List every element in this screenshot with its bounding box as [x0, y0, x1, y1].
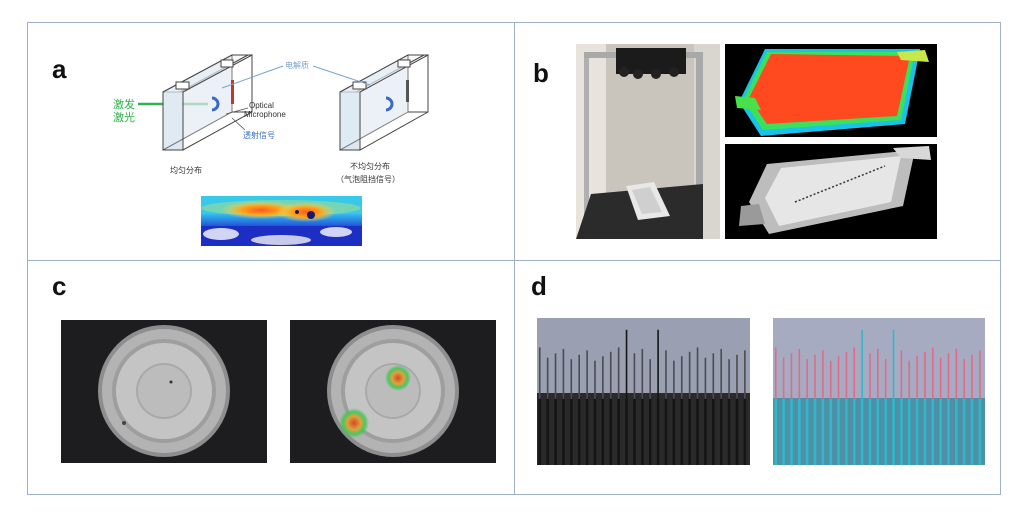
- surface-scan-grayscale-image: [725, 144, 937, 239]
- panel-label-a: a: [52, 54, 67, 84]
- uniform-cell-box: [162, 54, 253, 151]
- horizontal-divider: [27, 260, 1001, 261]
- nonuniform-caption-line1: 不均匀分布: [350, 162, 390, 171]
- uniform-microphone-icon: [211, 96, 220, 112]
- acoustic-heatmap-image: [201, 196, 362, 246]
- nonuniform-cell-box: [339, 54, 429, 151]
- optical-label-line1: Optical: [249, 101, 274, 110]
- nonuniform-caption-line2: （气泡阻挡信号）: [336, 175, 400, 184]
- uniform-caption: 均匀分布: [170, 166, 202, 175]
- defect-marker-lower: [339, 408, 369, 438]
- panel-label-b: b: [533, 58, 549, 88]
- transmission-label: 透射信号: [243, 131, 275, 140]
- panel-label-d: d: [531, 271, 547, 301]
- electrode-cross-section-image: [537, 318, 750, 465]
- laser-label-line1: 激发: [113, 98, 135, 111]
- camera-rig-photo: [576, 44, 720, 239]
- electrode-segmentation-overlay: [773, 318, 985, 465]
- transmission-pointer: [231, 117, 246, 131]
- electrolyte-pointer-left: [221, 65, 284, 89]
- surface-height-map-image: [725, 44, 937, 137]
- cell-end-cap-photo: [61, 320, 267, 463]
- optical-label-line2: Microphone: [244, 110, 286, 119]
- electrolyte-label: 电解质: [285, 61, 309, 70]
- panel-label-c: c: [52, 271, 67, 301]
- cell-diagram: [138, 54, 429, 151]
- laser-label-line2: 激光: [113, 111, 135, 124]
- optical-pointer: [225, 107, 249, 115]
- vertical-divider: [514, 22, 515, 495]
- nonuniform-electrode: [406, 80, 409, 102]
- electrolyte-pointer-right: [312, 65, 371, 86]
- defect-marker-upper: [385, 365, 411, 391]
- cell-end-cap-defect-overlay: [290, 320, 496, 463]
- uniform-electrode: [231, 80, 234, 104]
- nonuniform-microphone-icon: [385, 96, 394, 112]
